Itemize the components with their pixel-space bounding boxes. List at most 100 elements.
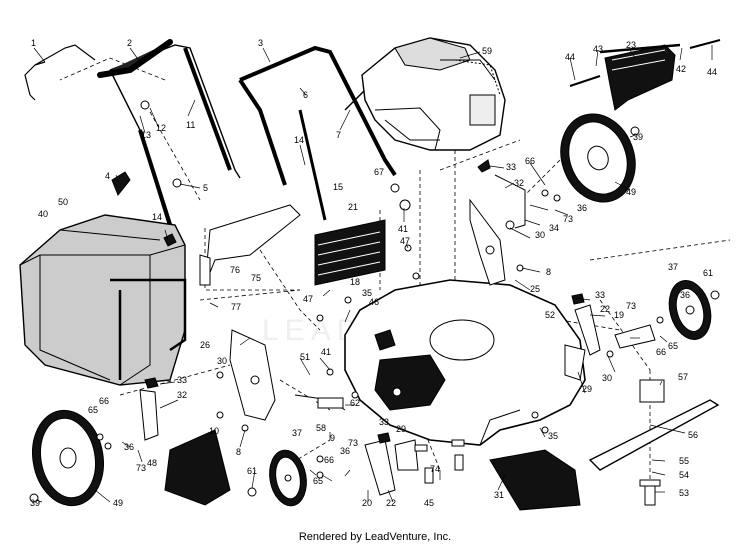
engine bbox=[361, 37, 506, 151]
callout: 34 bbox=[549, 223, 559, 233]
callout-leaders bbox=[33, 45, 713, 503]
upper-handle-left bbox=[24, 44, 96, 101]
callout: 19 bbox=[614, 310, 624, 320]
mulch-cover-31 bbox=[489, 449, 581, 511]
height-adjuster-front bbox=[364, 304, 656, 496]
callout: 23 bbox=[626, 40, 636, 50]
callout: 61 bbox=[247, 466, 257, 476]
callout: 29 bbox=[396, 424, 406, 434]
callout: 6 bbox=[303, 90, 308, 100]
callout: 3 bbox=[258, 38, 263, 48]
side-discharge-chute-10 bbox=[164, 429, 231, 506]
callout: 20 bbox=[362, 498, 372, 508]
callout: 53 bbox=[679, 488, 689, 498]
callout: 32 bbox=[514, 178, 524, 188]
callout: 66 bbox=[656, 347, 666, 357]
callout: 43 bbox=[593, 44, 603, 54]
callout: 76 bbox=[230, 265, 240, 275]
callout: 73 bbox=[563, 214, 573, 224]
blade-adapter-57 bbox=[639, 379, 665, 403]
callout: 31 bbox=[494, 490, 504, 500]
callout: 4 bbox=[105, 171, 110, 181]
handle-bracket-lower bbox=[199, 204, 301, 286]
lower-handle bbox=[238, 45, 397, 221]
callout: 52 bbox=[545, 310, 555, 320]
callout: 51 bbox=[300, 352, 310, 362]
callout: 13 bbox=[141, 130, 151, 140]
callout: 44 bbox=[707, 67, 717, 77]
callout: 25 bbox=[530, 284, 540, 294]
callout: 18 bbox=[350, 277, 360, 287]
callout: 39 bbox=[30, 498, 40, 508]
footer-credit: Rendered by LeadVenture, Inc. bbox=[298, 531, 452, 543]
cable-rod-7 bbox=[344, 89, 366, 111]
callout: 42 bbox=[676, 64, 686, 74]
callout: 7 bbox=[336, 130, 341, 140]
callout: 33 bbox=[177, 375, 187, 385]
callout: 73 bbox=[626, 301, 636, 311]
grass-catcher-bag bbox=[19, 214, 187, 386]
callout: 11 bbox=[186, 120, 195, 130]
callout: 66 bbox=[525, 156, 535, 166]
callout: 1 bbox=[31, 38, 36, 48]
callout: 21 bbox=[348, 202, 358, 212]
callout: 33 bbox=[379, 417, 389, 427]
callout: 30 bbox=[602, 373, 612, 383]
callout: 5 bbox=[203, 183, 208, 193]
callout: 59 bbox=[482, 46, 492, 56]
callout: 12 bbox=[156, 123, 166, 133]
callout: 14 bbox=[152, 212, 162, 222]
callout: 65 bbox=[313, 476, 323, 486]
callout: 66 bbox=[99, 396, 109, 406]
callout: 44 bbox=[565, 52, 575, 62]
callout: 41 bbox=[398, 224, 408, 234]
blade-56 bbox=[588, 399, 720, 471]
callout: 8 bbox=[236, 447, 241, 457]
callout: 47 bbox=[400, 236, 410, 246]
callout: 33 bbox=[506, 162, 516, 172]
callout: 30 bbox=[535, 230, 545, 240]
wheel-rear-left-49 bbox=[32, 409, 104, 507]
wheel-front-left-37 bbox=[269, 449, 307, 507]
callout: 37 bbox=[668, 262, 678, 272]
callout: 22 bbox=[600, 304, 610, 314]
rear-rod-44 bbox=[569, 39, 721, 87]
callout: 74 bbox=[430, 464, 440, 474]
callout: 58 bbox=[316, 423, 326, 433]
callout: 29 bbox=[582, 384, 592, 394]
callout: 35 bbox=[362, 288, 372, 298]
callout: 73 bbox=[136, 463, 146, 473]
height-adjuster-right-rear bbox=[469, 174, 526, 286]
callout: 49 bbox=[113, 498, 123, 508]
height-adjuster-left-rear bbox=[139, 329, 276, 441]
callout: 26 bbox=[200, 340, 210, 350]
callout: 2 bbox=[127, 38, 132, 48]
callout: 37 bbox=[292, 428, 302, 438]
callout: 33 bbox=[595, 290, 605, 300]
callout: 46 bbox=[369, 297, 379, 307]
callout: 77 bbox=[231, 302, 241, 312]
callout: 36 bbox=[577, 203, 587, 213]
rear-discharge-door bbox=[599, 43, 681, 111]
callout: 65 bbox=[88, 405, 98, 415]
rear-shield-21 bbox=[314, 219, 386, 286]
wheel-front-right-37 bbox=[668, 280, 712, 340]
callout: 47 bbox=[303, 294, 313, 304]
callout-labels: 1 2 3 43 23 44 44 42 59 12 13 11 6 7 39 … bbox=[30, 38, 717, 508]
callout: 36 bbox=[124, 442, 134, 452]
callout: 35 bbox=[548, 431, 558, 441]
callout: 48 bbox=[147, 458, 157, 468]
callout: 30 bbox=[217, 356, 227, 366]
callout: 75 bbox=[251, 273, 261, 283]
callout: 49 bbox=[626, 187, 636, 197]
callout: 32 bbox=[177, 390, 187, 400]
callout: 57 bbox=[678, 372, 688, 382]
callout: 61 bbox=[703, 268, 713, 278]
callout: 40 bbox=[38, 209, 48, 219]
callout: 10 bbox=[209, 426, 219, 436]
callout: 14 bbox=[294, 135, 304, 145]
callout: 22 bbox=[386, 498, 396, 508]
callout: 9 bbox=[330, 433, 335, 443]
callout: 56 bbox=[688, 430, 698, 440]
